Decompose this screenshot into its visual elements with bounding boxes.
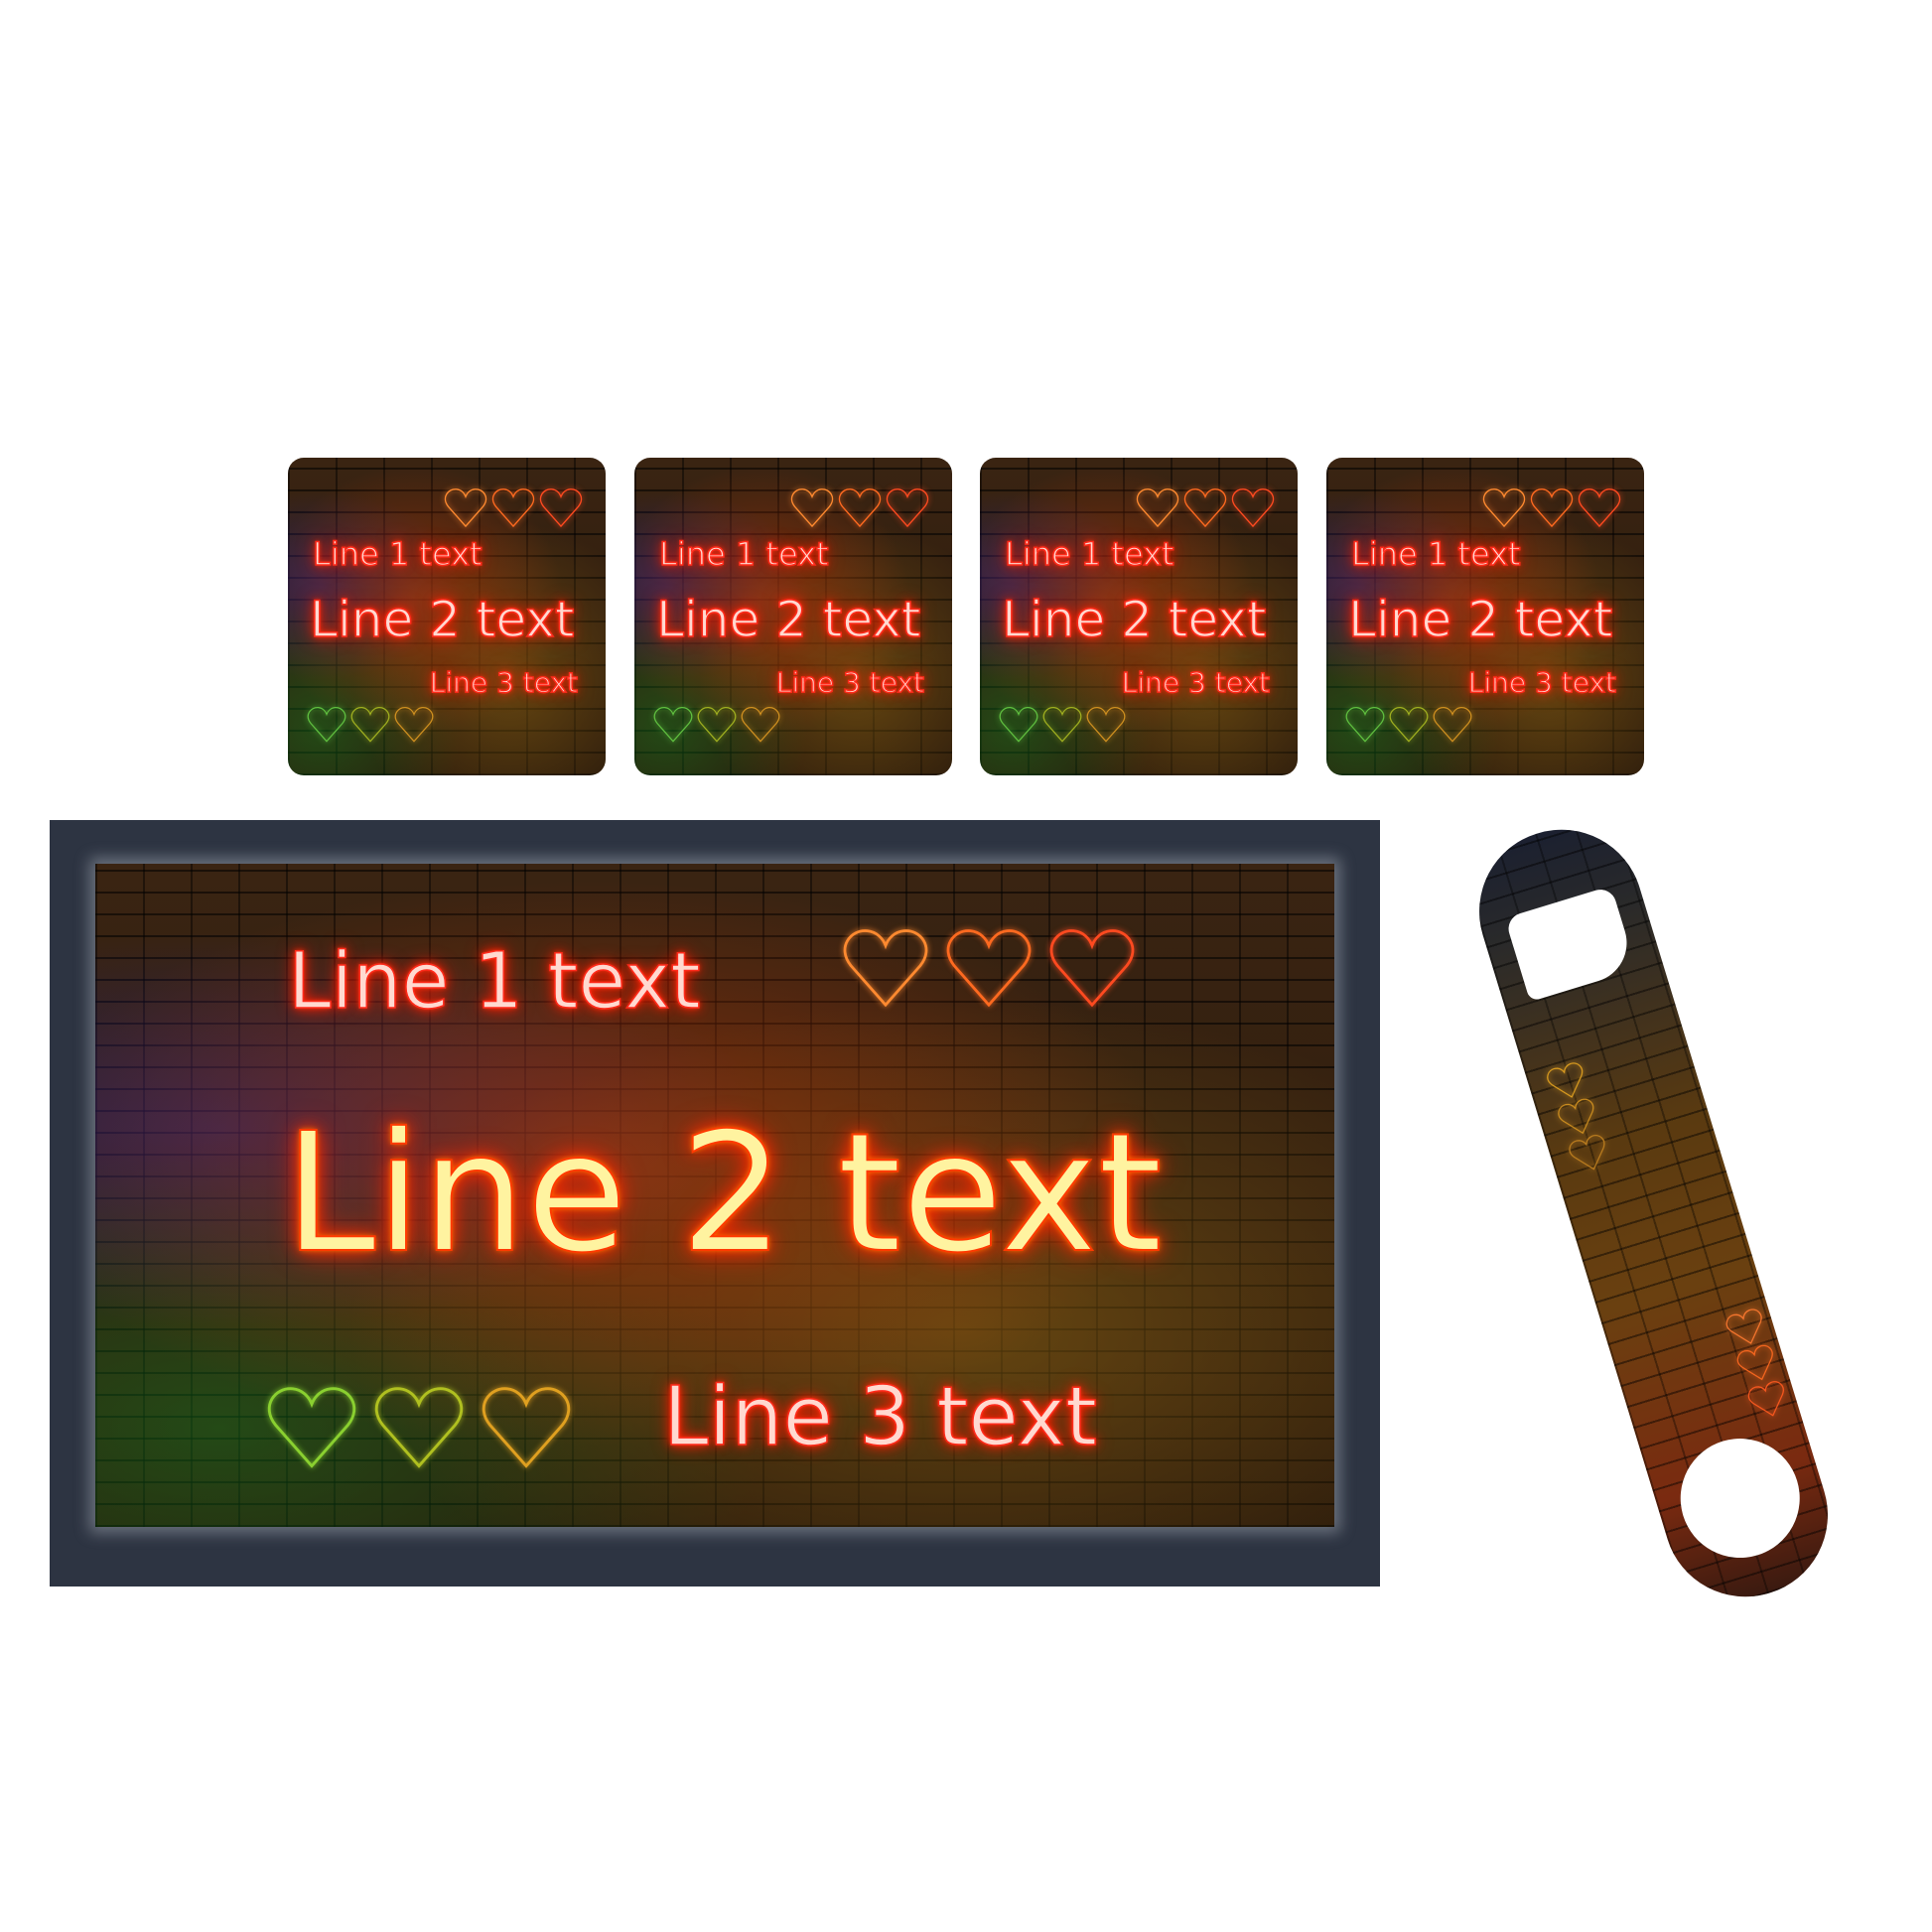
opener-hearts-upper <box>1543 1059 1613 1177</box>
heart-outline-icon <box>740 706 781 744</box>
coaster: Line 1 text Line 2 text Line 3 text <box>980 458 1298 775</box>
coaster-line-1: Line 1 text <box>1004 534 1174 574</box>
coaster-line-2: Line 2 text <box>309 590 575 649</box>
coaster-line-2: Line 2 text <box>1347 590 1613 649</box>
coaster-bottom-hearts <box>998 706 1127 744</box>
coaster-line-3: Line 3 text <box>775 665 925 700</box>
heart-outline-icon <box>837 487 883 528</box>
heart-outline-icon <box>1135 487 1180 528</box>
coaster-line-1: Line 1 text <box>658 534 829 574</box>
heart-outline-icon <box>1230 487 1276 528</box>
heart-outline-icon <box>306 706 347 744</box>
bar-mat-bottom-hearts <box>264 1385 574 1470</box>
coaster-bottom-hearts <box>1344 706 1473 744</box>
coaster-line-3: Line 3 text <box>429 665 579 700</box>
coaster-bottom-hearts <box>306 706 435 744</box>
heart-outline-icon <box>1085 706 1127 744</box>
heart-outline-icon <box>998 706 1039 744</box>
heart-outline-icon <box>696 706 738 744</box>
heart-outline-icon <box>538 487 584 528</box>
heart-outline-icon <box>1432 706 1473 744</box>
bar-mat-top-hearts <box>840 927 1138 1010</box>
bottle-opener <box>1458 809 1849 1617</box>
coaster-line-1: Line 1 text <box>1350 534 1521 574</box>
heart-outline-icon <box>1344 706 1386 744</box>
bar-mat: Line 1 text Line 2 text Line 3 text <box>50 820 1380 1587</box>
coaster-top-hearts <box>1481 487 1622 528</box>
heart-outline-icon <box>1565 1131 1613 1176</box>
heart-outline-icon <box>943 927 1035 1010</box>
coaster-line-3: Line 3 text <box>1121 665 1271 700</box>
heart-outline-icon <box>1577 487 1622 528</box>
heart-outline-icon <box>1733 1341 1782 1387</box>
coaster-bottom-hearts <box>652 706 781 744</box>
heart-outline-icon <box>1529 487 1575 528</box>
coaster: Line 1 text Line 2 text Line 3 text <box>1326 458 1644 775</box>
heart-outline-icon <box>1554 1095 1602 1141</box>
heart-outline-icon <box>1182 487 1228 528</box>
heart-outline-icon <box>479 1385 574 1470</box>
bar-mat-print: Line 1 text Line 2 text Line 3 text <box>95 864 1334 1527</box>
heart-outline-icon <box>652 706 694 744</box>
opener-hearts-lower <box>1723 1306 1793 1424</box>
heart-outline-icon <box>1744 1377 1793 1423</box>
heart-outline-icon <box>840 927 931 1010</box>
coaster-top-hearts <box>1135 487 1276 528</box>
coaster-top-hearts <box>443 487 584 528</box>
heart-outline-icon <box>371 1385 467 1470</box>
heart-outline-icon <box>349 706 391 744</box>
heart-outline-icon <box>885 487 930 528</box>
heart-outline-icon <box>1046 927 1138 1010</box>
bar-mat-line-3: Line 3 text <box>662 1369 1098 1465</box>
heart-outline-icon <box>1388 706 1430 744</box>
bar-mat-line-1: Line 1 text <box>287 936 701 1028</box>
heart-outline-icon <box>1543 1059 1591 1105</box>
coaster-line-1: Line 1 text <box>312 534 483 574</box>
heart-outline-icon <box>1041 706 1083 744</box>
coaster-top-hearts <box>789 487 930 528</box>
heart-outline-icon <box>789 487 835 528</box>
heart-outline-icon <box>1481 487 1527 528</box>
heart-outline-icon <box>264 1385 359 1470</box>
coaster-line-2: Line 2 text <box>655 590 921 649</box>
heart-outline-icon <box>393 706 435 744</box>
coaster: Line 1 text Line 2 text Line 3 text <box>288 458 606 775</box>
coaster: Line 1 text Line 2 text Line 3 text <box>634 458 952 775</box>
heart-outline-icon <box>443 487 488 528</box>
coaster-line-3: Line 3 text <box>1467 665 1617 700</box>
coaster-line-2: Line 2 text <box>1001 590 1267 649</box>
bar-mat-line-2: Line 2 text <box>283 1097 1164 1291</box>
heart-outline-icon <box>1723 1306 1771 1351</box>
heart-outline-icon <box>490 487 536 528</box>
